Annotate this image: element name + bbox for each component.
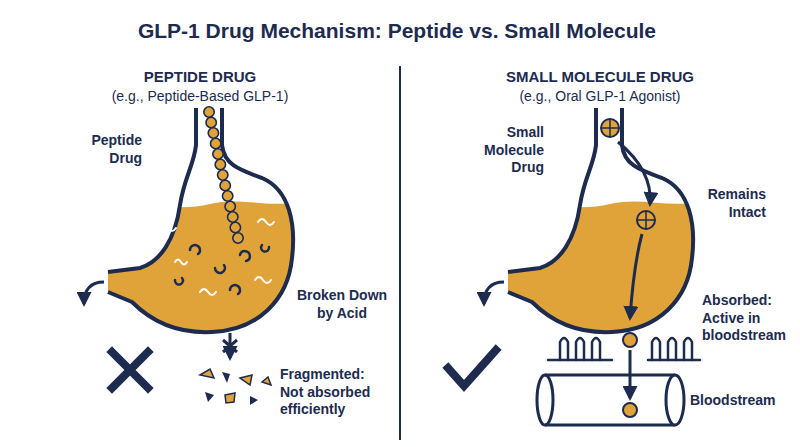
peptide-bead (222, 191, 232, 201)
absorbed-molecule (623, 333, 637, 347)
acid-swirls (160, 219, 274, 295)
path-arrow (618, 142, 650, 204)
result-label: Fragmented: Not absorbed efficiently (280, 366, 384, 419)
path-arrow (630, 234, 642, 318)
blocked-mark (223, 340, 237, 352)
cross-mark (112, 352, 148, 388)
diagram-title: GLP-1 Drug Mechanism: Peptide vs. Small … (0, 18, 797, 44)
peptide-bead (228, 212, 238, 222)
part-label: Bloodstream (690, 392, 790, 410)
peptide-chain (204, 107, 243, 243)
peptide-bead (206, 117, 216, 127)
peptide-bead (215, 159, 225, 169)
result-label: Absorbed: Active in bloodstream (702, 292, 796, 345)
peptide-bead (233, 233, 243, 243)
peptide-bead (218, 170, 228, 180)
callout-label: Broken Down by Acid (296, 287, 388, 322)
blood-molecule (623, 403, 637, 417)
absorb-arrow (629, 350, 632, 398)
peptide-bead (230, 222, 240, 232)
callout-label: Remains Intact (700, 186, 766, 221)
peptide-bead (213, 149, 223, 159)
panel-subheading: (e.g., Oral GLP-1 Agonist) (450, 88, 750, 106)
peptide-fragments (175, 245, 269, 294)
panel-heading: SMALL MOLECULE DRUG (450, 68, 750, 87)
peptide-bead (220, 180, 230, 190)
panel-divider (399, 66, 401, 440)
peptide-bead (210, 138, 220, 148)
check-mark (448, 350, 496, 386)
blood-vessel (537, 375, 684, 425)
part-label: Small Molecule Drug (468, 124, 544, 177)
part-label: Peptide Drug (78, 132, 142, 167)
peptide-bead (208, 128, 218, 138)
small-molecule (637, 211, 655, 229)
small-molecule (601, 119, 619, 137)
peptide-bead (225, 201, 235, 211)
fragments (200, 369, 271, 405)
peptide-bead (204, 107, 214, 117)
panel-heading: PEPTIDE DRUG (50, 68, 350, 87)
panel-subheading: (e.g., Peptide-Based GLP-1) (50, 88, 350, 106)
